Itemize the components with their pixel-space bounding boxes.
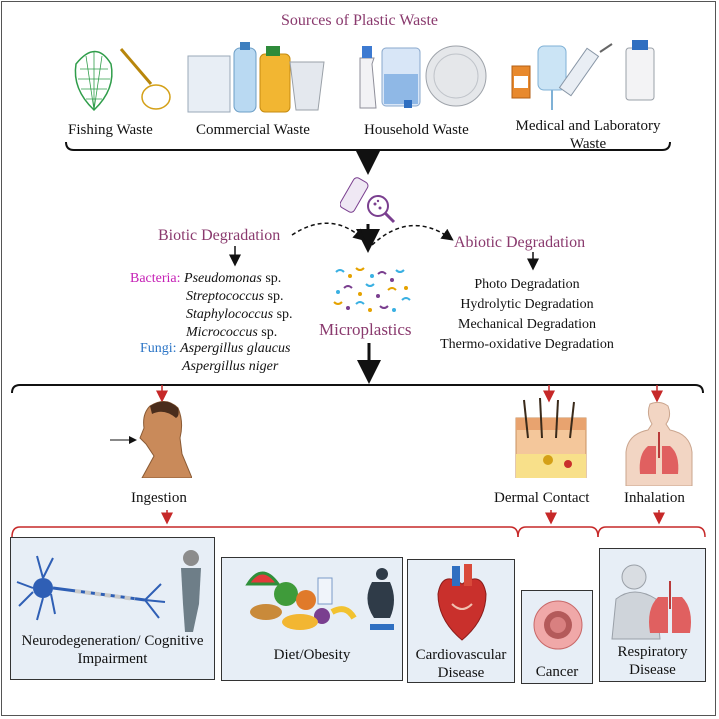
- fishing-net-icon: [74, 48, 171, 112]
- biotic-title: Biotic Degradation: [158, 227, 281, 244]
- bacteria-label: Bacteria:: [130, 271, 181, 286]
- bacteria-list-rest: Streptococcus sp. Staphylococcus sp. Mic…: [186, 289, 293, 340]
- box-cardiovascular: Cardiovascular Disease: [407, 559, 515, 683]
- syringe-iv-bag-icon: [511, 40, 655, 110]
- spray-jug-plate-icon: [359, 45, 487, 109]
- box-cancer: Cancer: [521, 590, 593, 684]
- microplastics-label: Microplastics: [319, 320, 412, 339]
- bottle-magnifier-icon: [340, 177, 396, 224]
- heart-icon: [437, 564, 487, 641]
- abiotic-dashed-arc: [371, 224, 454, 246]
- label-diet-obesity: Diet/Obesity: [273, 647, 351, 663]
- coughing-person-lungs-icon: [611, 564, 691, 640]
- box-respiratory: Respiratory Disease: [599, 548, 706, 682]
- source-label-commercial: Commercial Waste: [196, 122, 310, 138]
- abiotic-title: Abiotic Degradation: [454, 234, 586, 251]
- fungi-list-rest: Aspergillus niger: [182, 359, 279, 374]
- neuron-elderly-icon: [16, 550, 201, 632]
- source-label-household: Household Waste: [364, 122, 469, 138]
- label-neurodegeneration: Neurodegeneration/ Cognitive Impairment: [21, 633, 204, 667]
- biotic-dashed-arc: [291, 222, 366, 241]
- tumor-cell-icon: [533, 600, 583, 650]
- label-respiratory: Respiratory Disease: [617, 644, 688, 678]
- label-cardiovascular: Cardiovascular Disease: [415, 647, 507, 681]
- box-neurodegeneration: Neurodegeneration/ Cognitive Impairment: [10, 537, 215, 680]
- routes-bracket: [11, 384, 704, 394]
- lungs-torso-icon: [625, 402, 693, 486]
- figure-title: Sources of Plastic Waste: [280, 12, 439, 29]
- label-cancer: Cancer: [535, 664, 579, 680]
- food-obesity-icon: [245, 568, 394, 630]
- route-inhalation: Inhalation: [624, 490, 685, 506]
- abiotic-list: Photo Degradation Hydrolytic Degradation…: [440, 277, 614, 352]
- fungi-list: Fungi: Aspergillus glaucus: [140, 341, 291, 356]
- source-label-medical: Medical and Laboratory Waste: [515, 118, 661, 152]
- box-diet-obesity: Diet/Obesity: [221, 557, 403, 681]
- source-label-fishing: Fishing Waste: [68, 122, 153, 138]
- skin-cross-section-icon: [515, 398, 587, 478]
- fungi-label: Fungi:: [140, 341, 177, 356]
- microplastic-particles-icon: [333, 267, 411, 312]
- bottles-bag-cup-icon: [187, 42, 325, 113]
- human-head-icon: [139, 401, 192, 478]
- route-dermal: Dermal Contact: [494, 490, 590, 506]
- bacteria-list: Bacteria: Pseudomonas sp.: [130, 271, 282, 286]
- route-ingestion: Ingestion: [131, 490, 187, 506]
